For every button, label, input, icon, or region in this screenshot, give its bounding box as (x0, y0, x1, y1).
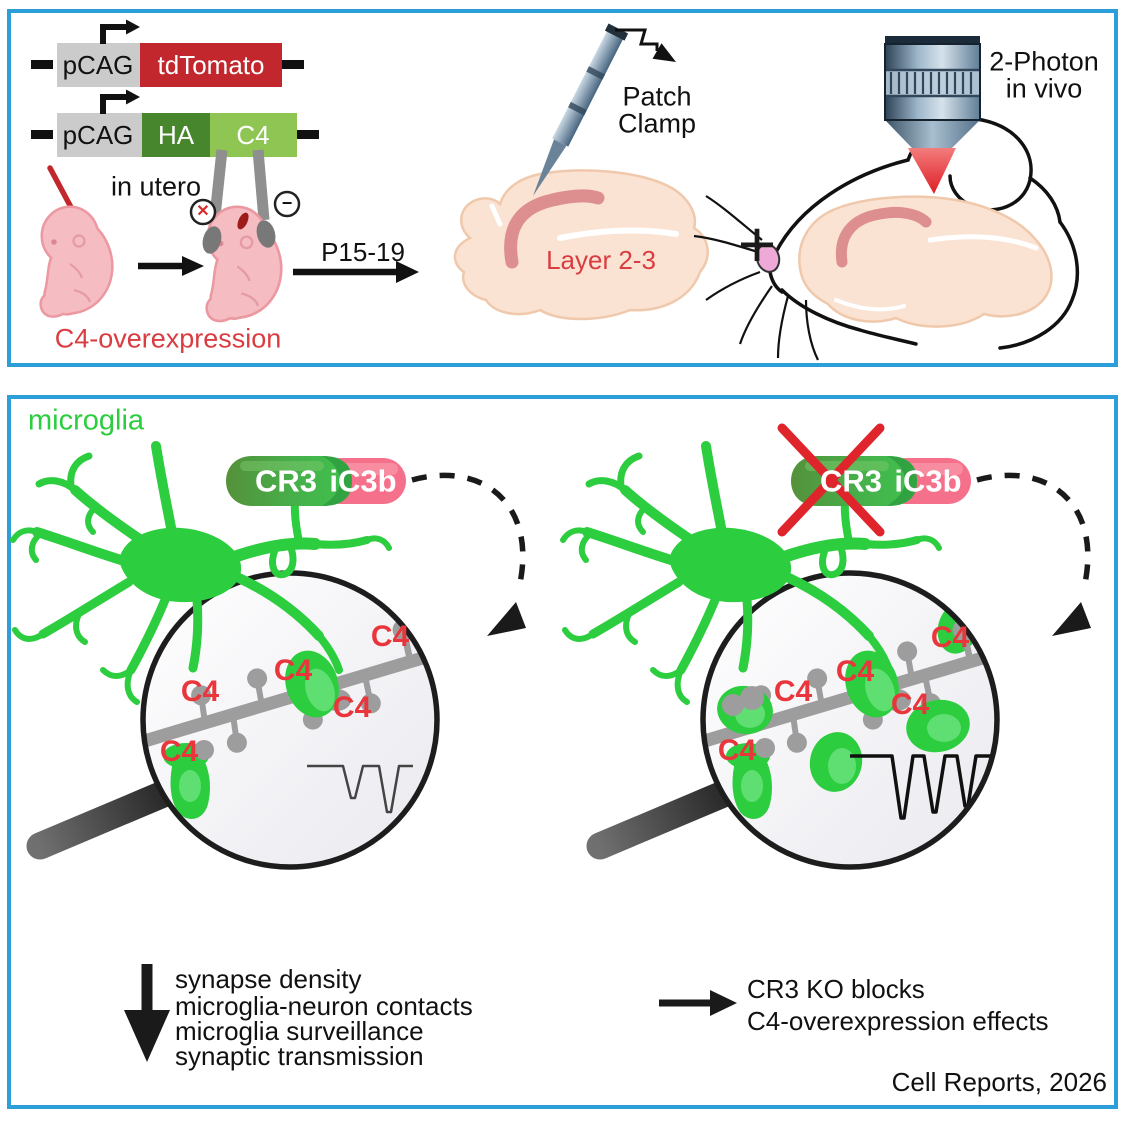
c4-tag-label: C4 (159, 735, 199, 768)
microglia-contact (726, 743, 772, 819)
right-arrow-icon (659, 990, 737, 1016)
embryo-electroporated (189, 149, 301, 320)
c4-tag-label: C4 (370, 620, 410, 653)
two-photon-mouse (693, 36, 1080, 361)
whiskers (693, 195, 819, 361)
c4-tag-label: C4 (180, 675, 220, 708)
dendrite-shaft (143, 647, 437, 747)
cr3-ic3b-complex-left (226, 456, 406, 506)
electrode-pad (256, 220, 276, 248)
down-effect-line: microglia-neuron contacts (175, 991, 473, 1021)
objective-lens-icon (884, 36, 981, 148)
pcag-label-2: pCAG (62, 120, 134, 150)
down-arrow-icon (124, 964, 170, 1062)
electrode-pad (202, 226, 222, 254)
mouse-brain (798, 195, 1053, 328)
c4-tag-label: C4 (890, 688, 930, 721)
two-photon-label-1: 2-Photon (989, 46, 1099, 77)
microglia-contact (809, 732, 863, 792)
dashed-arrow-right (976, 472, 1091, 636)
microglia-contact (906, 699, 970, 753)
microglia-label: microglia (28, 404, 145, 437)
injection-needle-icon (47, 165, 76, 214)
patch-pipette (533, 23, 676, 196)
c4-tag-label: C4 (717, 734, 757, 767)
down-effect-line: synapse density (175, 964, 362, 994)
citation: Cell Reports, 2026 (891, 1067, 1107, 1097)
epsc-trace-control (307, 764, 413, 814)
ha-label: HA (157, 120, 195, 150)
down-effect-line: synaptic transmission (175, 1041, 424, 1071)
construct-tdtomato (31, 19, 304, 87)
electrode-paddle-right (252, 149, 270, 221)
brain-slice (453, 169, 709, 321)
tdtomato-label: tdTomato (157, 50, 265, 80)
down-effect-line: microglia surveillance (175, 1016, 424, 1046)
magnified-dendrite-left (143, 617, 437, 819)
magnifier-right (586, 570, 1000, 870)
magnifier-rim (700, 570, 1000, 870)
right-effect-line: CR3 KO blocks (747, 974, 925, 1004)
magnifier-handle (586, 778, 742, 860)
construct-ha-c4 (31, 89, 319, 157)
recording-wire (615, 28, 659, 51)
knockout-x-icon (777, 423, 885, 537)
plus-sign: + (737, 207, 777, 281)
promoter-arrow-icon (100, 24, 126, 44)
positive-electrode-symbol: ✕ (196, 203, 210, 220)
c4-tag-label: C4 (332, 691, 372, 724)
c4-tag-label: C4 (930, 621, 970, 654)
two-photon-label-2: in vivo (1005, 73, 1083, 104)
magnifier-left (26, 570, 440, 870)
magnified-dendrite-right (703, 602, 997, 820)
c4-gene-label: C4 (236, 120, 270, 150)
ic3b-label-left: iC3b (329, 463, 397, 499)
negative-electrode-symbol: − (281, 193, 293, 213)
cr3-label-right: CR3 (819, 463, 883, 499)
microglia-contact (285, 650, 339, 718)
cr3-ic3b-complex-right (777, 423, 971, 537)
laser-beam-icon (908, 148, 956, 194)
magnifier-handle (26, 778, 182, 860)
promoter-arrow-icon (100, 94, 126, 114)
arrow-between-embryos (138, 256, 204, 276)
pcag-label-1: pCAG (62, 50, 134, 80)
wire-arrowhead-icon (652, 43, 676, 62)
age-label: P15-19 (321, 237, 405, 267)
right-effect-line: C4-overexpression effects (747, 1006, 1049, 1036)
ic3b-label-right: iC3b (894, 463, 962, 499)
p15-19-arrow (293, 261, 419, 283)
microglia-contact (163, 743, 210, 819)
negative-electrode-badge (273, 190, 301, 218)
c4-tag-label: C4 (835, 655, 875, 688)
mouse-nose (755, 243, 781, 273)
dashed-arrow-left (411, 472, 526, 636)
c4-tag-label: C4 (273, 654, 313, 687)
dna-injection-site (237, 212, 249, 230)
embryo-injected (42, 165, 111, 315)
cr3-label-left: CR3 (254, 463, 318, 499)
patch-clamp-label-2: Clamp (617, 108, 697, 139)
hippocampus-band (835, 206, 932, 268)
positive-electrode-badge (189, 198, 217, 226)
layer-label: Layer 2-3 (546, 245, 656, 275)
patch-clamp-label-1: Patch (622, 81, 692, 112)
c4-tag-label: C4 (773, 675, 813, 708)
condition-label: C4-overexpression (54, 323, 282, 354)
hippocampus-band (504, 189, 605, 269)
in-utero-label: in utero (110, 171, 202, 202)
